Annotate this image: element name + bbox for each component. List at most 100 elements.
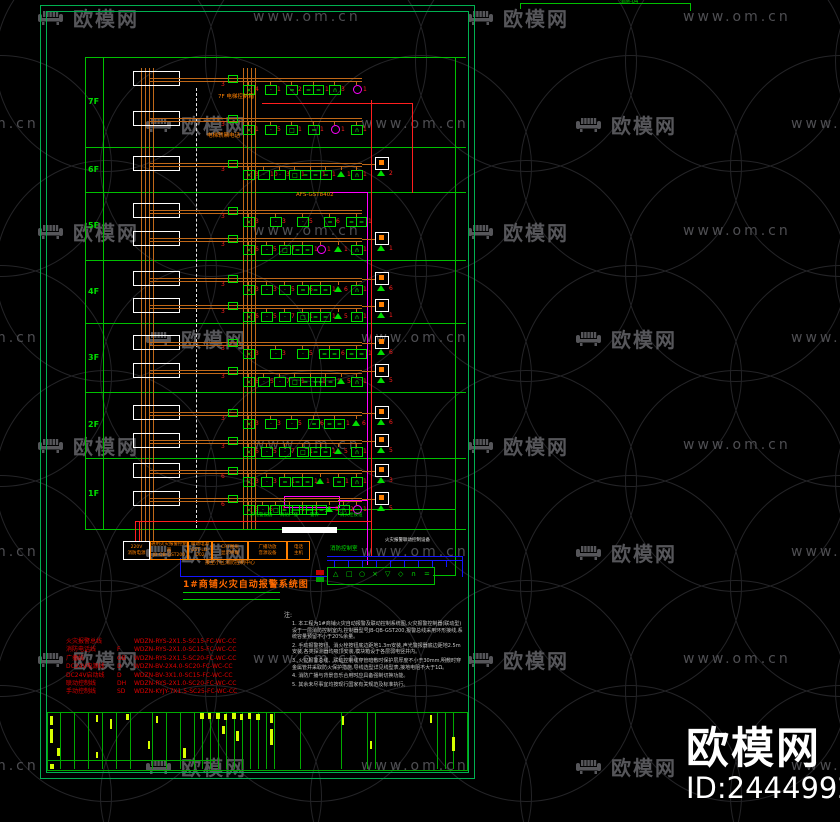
device-drop-line bbox=[275, 345, 276, 349]
hydrant-button-symbol bbox=[375, 299, 389, 312]
title-block-text-mark bbox=[270, 714, 273, 723]
blue-branch-line bbox=[404, 560, 405, 567]
device-count: 3 bbox=[221, 121, 225, 128]
device-count: 3 bbox=[221, 81, 225, 88]
device-symbol: ∩ bbox=[351, 245, 363, 255]
device-count: 5 bbox=[273, 246, 277, 253]
blue-trunk-line bbox=[462, 556, 463, 577]
hydrant-speaker-symbol bbox=[377, 349, 385, 355]
device-count: 1 bbox=[341, 126, 345, 133]
title-block-divider bbox=[375, 712, 376, 769]
sofa-icon bbox=[576, 759, 601, 774]
device-count: 1 bbox=[255, 126, 259, 133]
hydrant-speaker-symbol bbox=[377, 312, 385, 318]
device-symbol bbox=[228, 367, 238, 375]
notes-text: 4. 消防广播与背景音乐合用时应具备强制切换功能。 bbox=[292, 673, 409, 680]
device-count: 3 bbox=[389, 477, 393, 484]
device-symbol: × bbox=[243, 85, 255, 95]
device-count: 5 bbox=[344, 448, 348, 455]
device-count: 1 bbox=[325, 86, 329, 93]
device-symbol: = bbox=[302, 477, 313, 487]
device-symbol: = bbox=[320, 285, 331, 295]
device-symbol: × bbox=[243, 170, 255, 180]
device-drop-line bbox=[248, 373, 249, 377]
device-drop-line bbox=[313, 121, 314, 125]
device-drop-line bbox=[275, 501, 276, 505]
title-block-divider bbox=[194, 712, 195, 769]
device-count: 5 bbox=[389, 447, 393, 454]
sofa-icon bbox=[468, 652, 493, 667]
bus-line bbox=[150, 308, 362, 309]
device-drop-line bbox=[338, 473, 339, 477]
device-symbol: · bbox=[274, 170, 286, 180]
device-count: 5 bbox=[298, 420, 302, 427]
device-symbol: □ bbox=[297, 447, 309, 457]
wire-legend-name: DC24V电源线 bbox=[66, 663, 105, 671]
drawing-title: 1#商铺火灾自动报警系统图 bbox=[183, 580, 309, 590]
speaker-symbol bbox=[334, 313, 342, 319]
hydrant-speaker-symbol bbox=[377, 477, 385, 483]
device-drop-line bbox=[356, 121, 357, 125]
watermark-url: www.om.cn bbox=[253, 651, 361, 667]
sofa-icon bbox=[38, 652, 63, 667]
bus-line bbox=[150, 440, 362, 441]
red-trunk-line bbox=[135, 521, 136, 541]
green-trunk-line bbox=[455, 57, 456, 575]
bus-line bbox=[150, 118, 362, 119]
device-count: 6 bbox=[255, 246, 259, 253]
wire-legend-name: DC24V启动线 bbox=[66, 671, 105, 679]
adjacent-frame-line bbox=[690, 3, 691, 11]
title-block-text-mark bbox=[156, 716, 158, 723]
title-block-text-mark bbox=[342, 716, 344, 725]
device-drop-line bbox=[263, 166, 264, 170]
device-count: 1 bbox=[363, 86, 367, 93]
device-symbol: · bbox=[257, 505, 269, 515]
device-symbol: · bbox=[270, 349, 282, 359]
device-count: 3 bbox=[221, 166, 225, 173]
title-block-text-mark bbox=[148, 741, 150, 749]
magenta-trunk-line bbox=[338, 500, 367, 501]
bus-line bbox=[150, 278, 362, 279]
legend-symbol: × bbox=[372, 570, 378, 578]
title-underline bbox=[183, 599, 280, 600]
riser-line bbox=[153, 68, 154, 541]
watermark-url: www.om.cn bbox=[0, 758, 39, 774]
device-count: 1 bbox=[347, 171, 351, 178]
legend-symbol: △ bbox=[333, 570, 339, 578]
device-count: 5 bbox=[309, 218, 313, 225]
device-symbol: × bbox=[243, 125, 255, 135]
device-symbol: · bbox=[265, 125, 277, 135]
device-count: 5 bbox=[347, 378, 351, 385]
speaker-symbol bbox=[316, 478, 324, 484]
title-block-divider bbox=[116, 712, 117, 769]
device-symbol: · bbox=[274, 377, 286, 387]
device-drop-line bbox=[289, 501, 290, 505]
device-drop-line bbox=[338, 308, 339, 312]
watermark-logo: 欧模网 bbox=[146, 538, 247, 567]
device-count: 1 bbox=[368, 218, 372, 225]
title-block-divider bbox=[166, 712, 167, 769]
device-symbol: = bbox=[325, 377, 336, 387]
bus-line bbox=[150, 163, 362, 164]
legend-symbol: ∩ bbox=[411, 570, 417, 578]
device-symbol: = bbox=[320, 447, 331, 457]
riser-line bbox=[255, 68, 256, 529]
fire-phone-symbol bbox=[353, 505, 362, 514]
device-drop-line bbox=[248, 121, 249, 125]
device-count: 3 bbox=[273, 286, 277, 293]
bus-line bbox=[150, 81, 362, 82]
floor-label: 7F bbox=[88, 97, 100, 106]
control-room-box: 电话主机 bbox=[287, 541, 310, 560]
watermark-logo: 欧模网 bbox=[38, 645, 139, 674]
hydrant-speaker-symbol bbox=[377, 170, 385, 176]
bus-line bbox=[150, 470, 362, 471]
device-count: 3 bbox=[221, 281, 225, 288]
device-symbol: = bbox=[302, 245, 313, 255]
title-block-text-mark bbox=[183, 748, 186, 758]
device-symbol: · bbox=[279, 285, 291, 295]
device-drop-line bbox=[329, 345, 330, 349]
sofa-icon bbox=[576, 117, 601, 132]
legend-symbol: ◇ bbox=[398, 570, 404, 578]
title-block-divider bbox=[234, 712, 235, 769]
